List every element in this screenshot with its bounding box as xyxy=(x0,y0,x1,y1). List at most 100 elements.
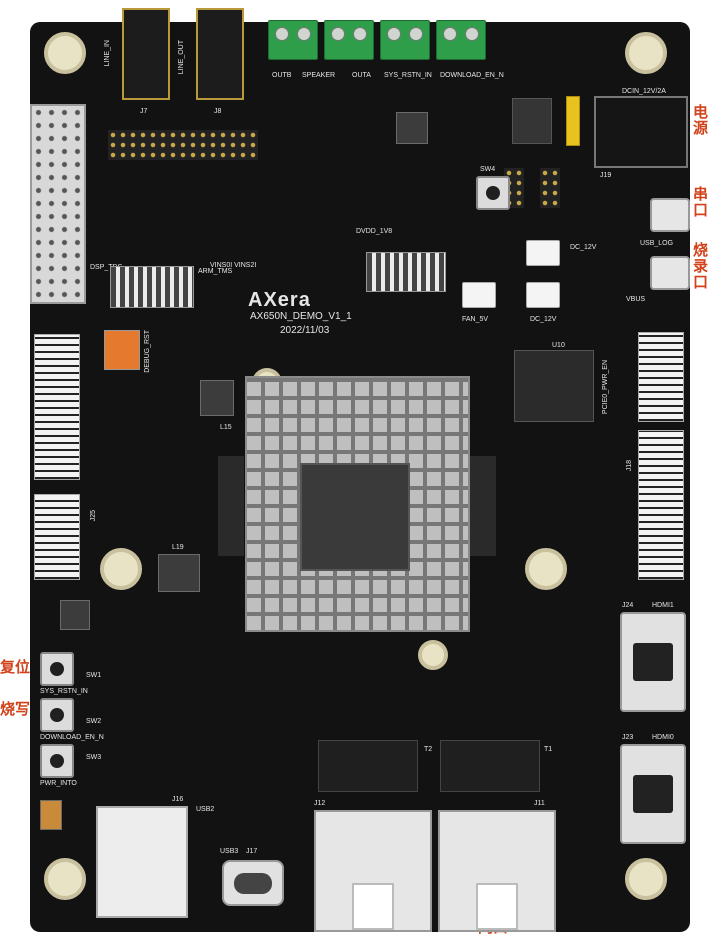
terminal-block-outb[interactable] xyxy=(268,20,318,60)
label-j8: J8 xyxy=(214,108,222,115)
mounting-hole-top-left xyxy=(44,32,86,74)
label-vinsio: VINS0I VINS2I xyxy=(210,262,257,269)
label-sw3: SW3 xyxy=(86,754,102,761)
label-usb-log: USB_LOG xyxy=(640,240,674,247)
edge-connector-j25-bottom[interactable] xyxy=(34,494,80,580)
label-l19: L19 xyxy=(172,544,184,551)
label-dcin: DCIN_12V/2A xyxy=(622,88,666,95)
label-usb3: USB3 xyxy=(220,848,239,855)
transformer-t2 xyxy=(318,740,418,792)
annotation-flash-port: 烧 录 口 xyxy=(693,241,709,291)
annotation-power: 电 源 xyxy=(693,103,709,137)
label-arm-tms: ARM_TMS xyxy=(198,268,233,275)
mounting-hole-bottom-left xyxy=(44,858,86,900)
label-sys-rstn-in-btn: SYS_RSTN_IN xyxy=(40,688,88,695)
dip-switch-debug[interactable] xyxy=(104,330,140,370)
label-dsp-tds: DSP_TDS xyxy=(90,264,123,271)
chip-u20 xyxy=(396,112,428,144)
label-t1: T1 xyxy=(544,746,553,753)
mounting-hole-mid-left xyxy=(100,548,142,590)
edge-connector-j18-top[interactable] xyxy=(638,332,684,422)
label-pwr-into: PWR_INTO xyxy=(40,780,77,787)
mounting-hole-mid-right xyxy=(525,548,567,590)
label-sys-rstn-in-top: SYS_RSTN_IN xyxy=(384,72,432,79)
label-j23: J23 xyxy=(622,734,634,741)
board-date: 2022/11/03 xyxy=(280,325,330,336)
ethernet-port-j11[interactable] xyxy=(438,810,556,932)
label-j18: J18 xyxy=(626,460,633,472)
edge-connector-j18-bottom[interactable] xyxy=(638,430,684,580)
label-sw4: SW4 xyxy=(480,166,496,173)
terminal-block-sys-rstn[interactable] xyxy=(380,20,430,60)
heatsink-clip-left xyxy=(218,456,244,556)
connector-dc-12v-top[interactable] xyxy=(526,240,560,266)
label-j17: J17 xyxy=(246,848,258,855)
hdmi-port-1[interactable] xyxy=(620,612,686,712)
mounting-hole-bottom-right xyxy=(625,858,667,900)
usb-c-port[interactable] xyxy=(222,860,284,906)
label-hdmi0: HDMI0 xyxy=(652,734,674,741)
label-j16: J16 xyxy=(172,796,184,803)
jumper-block-audio[interactable] xyxy=(108,130,258,160)
label-vbus: VBUS xyxy=(626,296,646,303)
inductor-l15 xyxy=(200,380,234,416)
label-hdmi1: HDMI1 xyxy=(652,602,674,609)
label-l15: L15 xyxy=(220,424,232,431)
audio-jack-line-out[interactable] xyxy=(196,8,244,100)
mounting-hole-heatsink-bottom xyxy=(418,640,448,670)
label-j7: J7 xyxy=(140,108,148,115)
label-j24: J24 xyxy=(622,602,634,609)
label-speaker: SPEAKER xyxy=(302,72,336,79)
label-outa: OUTA xyxy=(352,72,371,79)
button-sw4[interactable] xyxy=(476,176,510,210)
hdmi-port-0[interactable] xyxy=(620,744,686,844)
annotation-reset: 复位 xyxy=(0,658,31,676)
micro-usb-serial[interactable] xyxy=(650,198,690,232)
ethernet-port-j12[interactable] xyxy=(314,810,432,932)
label-j12: J12 xyxy=(314,800,326,807)
label-u10: U10 xyxy=(552,342,565,349)
label-fan-5v: FAN_5V xyxy=(462,316,489,323)
label-j25: J25 xyxy=(90,510,97,522)
label-j11: J11 xyxy=(534,800,545,807)
chip-u10 xyxy=(514,350,594,422)
terminal-block-outa[interactable] xyxy=(324,20,374,60)
label-download-en-n-btn: DOWNLOAD_EN_N xyxy=(40,734,104,741)
label-sw1: SW1 xyxy=(86,672,102,679)
mounting-hole-top-right xyxy=(625,32,667,74)
label-dvdd: DVDD_1V8 xyxy=(356,228,393,235)
edge-connector-j25-top[interactable] xyxy=(34,334,80,480)
dip-switch-right[interactable] xyxy=(366,252,446,292)
connector-fan-5v[interactable] xyxy=(462,282,496,308)
label-j19: J19 xyxy=(600,172,612,179)
usb-a-port[interactable] xyxy=(96,806,188,918)
button-download-sw2[interactable] xyxy=(40,698,74,732)
heatsink-core xyxy=(300,463,410,571)
terminal-block-download[interactable] xyxy=(436,20,486,60)
logo-axera: AXera xyxy=(248,289,311,311)
chip-sod xyxy=(60,600,90,630)
transformer-t1 xyxy=(440,740,540,792)
annotation-serial: 串 口 xyxy=(693,185,709,219)
label-debug-rst: DEBUG_RST xyxy=(144,330,151,373)
connector-dc-12v-bottom[interactable] xyxy=(526,282,560,308)
label-outb: OUTB xyxy=(272,72,292,79)
label-usb2: USB2 xyxy=(196,806,215,813)
jtag-header[interactable] xyxy=(30,104,86,304)
annotation-flash-write: 烧写 xyxy=(0,700,31,718)
audio-jack-line-in[interactable] xyxy=(122,8,170,100)
fuse xyxy=(566,96,580,146)
label-line-in: LINE_IN xyxy=(104,40,111,67)
button-power-sw3[interactable] xyxy=(40,744,74,778)
label-dc-12v-a: DC_12V xyxy=(570,244,597,251)
inductor-l19 xyxy=(158,554,200,592)
dc-power-jack[interactable] xyxy=(594,96,688,168)
label-line-out: LINE_OUT xyxy=(178,40,185,75)
button-reset-sw1[interactable] xyxy=(40,652,74,686)
label-sw2: SW2 xyxy=(86,718,102,725)
capacitor-tantalum xyxy=(40,800,62,830)
micro-usb-flash[interactable] xyxy=(650,256,690,290)
header-pins-j5[interactable] xyxy=(540,168,560,208)
label-download-en-n-top: DOWNLOAD_EN_N xyxy=(440,72,504,79)
dip-switch-left[interactable] xyxy=(110,266,194,308)
